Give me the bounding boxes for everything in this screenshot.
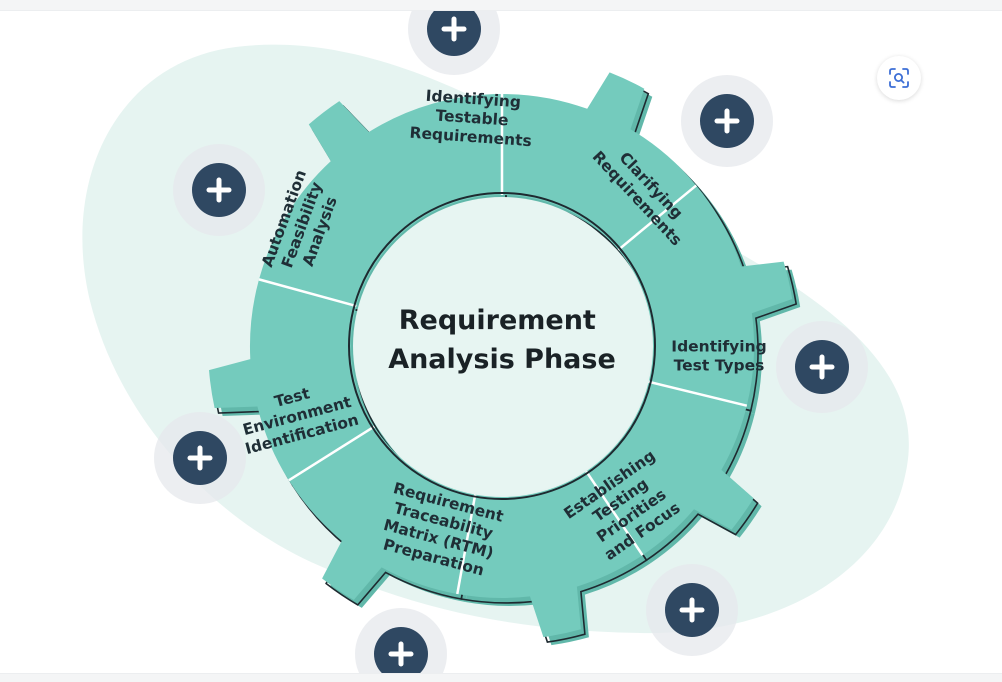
hotspot-automation-feasibility-analysis[interactable]: [173, 144, 265, 236]
segment-divider: [288, 425, 375, 482]
gear-dividers: [258, 94, 748, 595]
segment-divider: [456, 494, 477, 595]
gear-diagram: Requirement Analysis Phase IdentifyingTe…: [82, 10, 909, 674]
hotspot-identifying-testable-requirements[interactable]: [408, 10, 500, 75]
segment-label-line: Test Types: [674, 357, 765, 375]
segment-labels: IdentifyingTestableRequirementsClarifyin…: [241, 87, 767, 580]
segment-identifying-test-types: [586, 381, 754, 556]
plus-icon: [388, 641, 414, 667]
hotspot-test-environment-identification[interactable]: [154, 412, 246, 504]
segment-divider: [585, 470, 644, 556]
hotspot-clarifying-requirements[interactable]: [681, 75, 773, 167]
segment-establishing-testing-priorities: [457, 471, 643, 638]
hotspot-rtm-preparation[interactable]: [355, 608, 447, 674]
segment-automation-feasibility-analysis: [259, 94, 502, 307]
hotspots: [154, 10, 868, 674]
gear-segments: [209, 72, 793, 638]
center-circle: [353, 197, 651, 495]
plus-icon: [187, 445, 213, 471]
segment-rtm-preparation: [288, 426, 476, 600]
plus-icon: [714, 108, 740, 134]
center-title-line-1: Requirement: [399, 305, 596, 336]
plus-icon: [441, 16, 467, 42]
scan-zoom-icon: [889, 68, 909, 88]
segment-label-line: Testable: [435, 106, 509, 129]
segment-divider: [617, 184, 698, 251]
center-title: Requirement Analysis Phase: [388, 305, 616, 375]
plus-icon: [679, 597, 705, 623]
segment-label-line: Identifying: [671, 338, 766, 356]
segment-identifying-testable-requirements: [502, 72, 697, 250]
zoom-button[interactable]: [877, 56, 921, 100]
segment-clarifying-requirements: [618, 185, 793, 406]
diagram-card: Requirement Analysis Phase IdentifyingTe…: [0, 10, 1002, 674]
center-circle-border: [348, 192, 656, 500]
hotspot-identifying-test-types[interactable]: [776, 321, 868, 413]
plus-icon: [206, 177, 232, 203]
segment-divider: [258, 278, 357, 308]
center-title-line-2: Analysis Phase: [388, 344, 616, 375]
hotspot-establishing-testing-priorities[interactable]: [646, 564, 738, 656]
segment-test-environment-identification: [209, 279, 375, 481]
segment-divider: [648, 380, 748, 407]
plus-icon: [809, 354, 835, 380]
